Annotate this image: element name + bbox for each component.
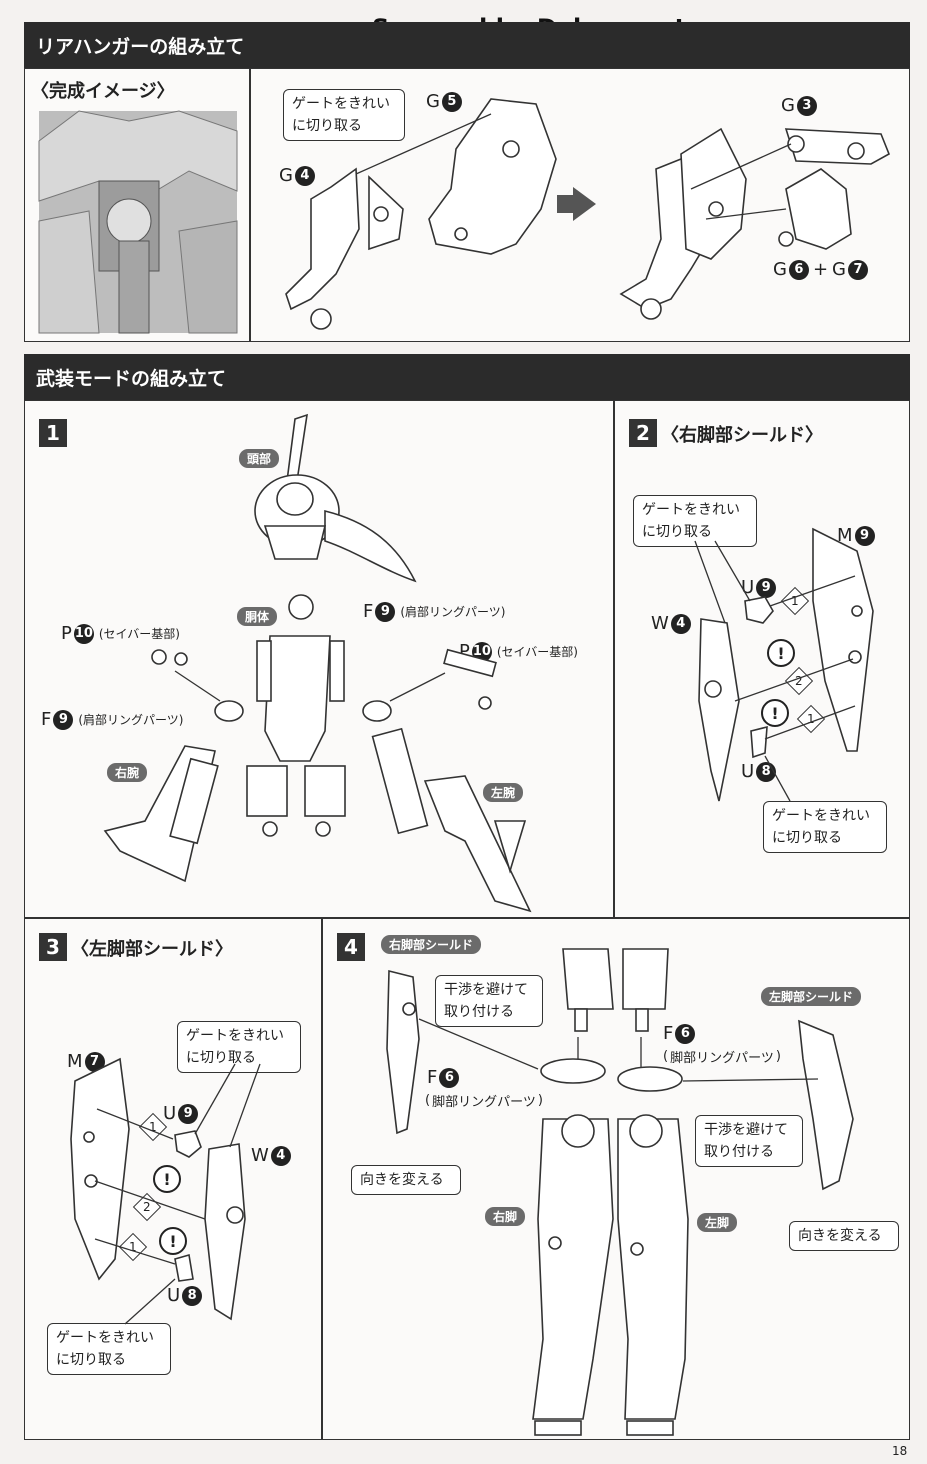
tag-head: 頭部	[239, 449, 280, 468]
step3-warning-top: !	[153, 1165, 181, 1193]
step1-number: 1	[39, 419, 67, 447]
step4-panel: 4 右脚部シールド 左脚部シールド 右脚 左脚 干渉を避けて 取り付ける 干渉を…	[322, 918, 910, 1440]
tag-right-leg: 右脚	[485, 1207, 526, 1226]
turn-direction-note-left: 向きを変える	[351, 1165, 461, 1195]
step3-shield-drawing	[70, 1057, 261, 1325]
complete-image-photo	[38, 110, 238, 334]
step2-number: 2	[629, 419, 657, 447]
step2-gate-note-top: ゲートをきれい に切り取る	[633, 495, 757, 547]
tag-left-leg: 左脚	[697, 1213, 738, 1232]
tag-right-arm: 右腕	[107, 763, 148, 782]
step3-number: 3	[39, 933, 67, 961]
step3-gate-note-bottom: ゲートをきれい に切り取る	[47, 1323, 171, 1375]
step2-panel: 2 〈右脚部シールド〉 ゲートをきれい に切り取る ゲートをきれい に切り取る …	[614, 400, 910, 918]
armed-mode-title: 武装モードの組み立て	[36, 367, 227, 390]
complete-image-panel: 〈完成イメージ〉	[24, 68, 250, 342]
turn-direction-note-right: 向きを変える	[789, 1221, 899, 1251]
armed-mode-title-bar: 武装モードの組み立て	[24, 354, 910, 400]
step2-title: 〈右脚部シールド〉	[661, 425, 823, 446]
step2-gate-note-bottom: ゲートをきれい に切り取る	[763, 801, 887, 853]
step4-legs-drawing	[386, 948, 854, 1436]
step3-warning-bottom: !	[159, 1227, 187, 1255]
step2-warning-top: !	[767, 639, 795, 667]
rear-hanger-title-bar: リアハンガーの組み立て	[24, 22, 910, 68]
tag-left-arm: 左腕	[483, 783, 524, 802]
step2-warning-bottom: !	[761, 699, 789, 727]
step4-number: 4	[337, 933, 365, 961]
rear-hanger-parts-drawing	[285, 98, 891, 330]
page-number: 18	[892, 1444, 908, 1458]
complete-image-label: 〈完成イメージ〉	[31, 81, 175, 102]
tag-body: 胴体	[237, 607, 278, 626]
avoid-interference-note-left: 干渉を避けて 取り付ける	[435, 975, 543, 1027]
tag-right-leg-shield: 右脚部シールド	[381, 935, 482, 954]
avoid-interference-note-right: 干渉を避けて 取り付ける	[695, 1115, 803, 1167]
gate-note-rear: ゲートをきれい に切り取る	[283, 89, 405, 141]
step4-part-f6-right-desc: (脚部リングパーツ)	[663, 1049, 781, 1066]
step1-figure-drawing	[103, 413, 532, 913]
step2-shield-drawing	[694, 527, 874, 802]
rear-hanger-title: リアハンガーの組み立て	[36, 35, 245, 58]
tag-left-leg-shield: 左脚部シールド	[761, 987, 862, 1006]
step3-gate-note-top: ゲートをきれい に切り取る	[177, 1021, 301, 1073]
step3-title: 〈左脚部シールド〉	[71, 939, 233, 960]
step4-part-f6-left-desc: (脚部リングパーツ)	[425, 1093, 543, 1110]
step3-panel: 3 〈左脚部シールド〉 ゲートをきれい に切り取る ゲートをきれい に切り取る …	[24, 918, 322, 1440]
